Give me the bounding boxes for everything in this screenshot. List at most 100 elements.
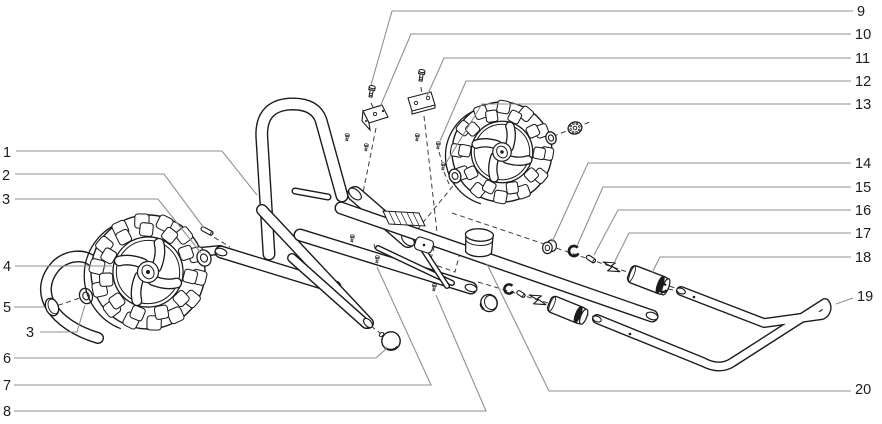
mount-screw <box>418 69 426 82</box>
handle-rivet <box>692 295 696 299</box>
bracket-guide-1 <box>362 127 377 194</box>
handle-pin <box>516 290 526 298</box>
leader-line <box>445 103 851 164</box>
callout-2: 2 <box>2 168 205 229</box>
leader-line <box>835 297 854 305</box>
leader-line <box>576 186 851 247</box>
handle-grip <box>546 295 589 325</box>
leader-line <box>14 347 388 359</box>
part-number-label: 10 <box>855 27 871 43</box>
part-number-label: 13 <box>855 97 871 113</box>
callout-17: 17 <box>613 226 871 264</box>
hairpin-clip <box>528 294 547 306</box>
callout-11: 11 <box>426 51 870 97</box>
part-number-label: 19 <box>857 289 873 305</box>
callout-7: 7 <box>3 266 432 394</box>
part-number-label: 11 <box>855 51 870 67</box>
callout-4: 4 <box>3 259 112 275</box>
frame-bolt <box>415 133 420 142</box>
part-number-label: 1 <box>3 145 11 161</box>
bracket-guide-2 <box>423 115 438 233</box>
leader-line <box>15 198 202 254</box>
frame-foot-pad <box>413 236 435 254</box>
part-number-label: 5 <box>3 300 11 316</box>
hairpin-clip <box>602 261 621 273</box>
wheel-axle-axis-left <box>49 250 222 309</box>
leader-line <box>14 266 432 386</box>
callout-10: 10 <box>379 27 871 108</box>
handle-o-ring <box>567 244 581 258</box>
axle-pin <box>200 226 214 236</box>
cup <box>464 228 495 258</box>
callout-14: 14 <box>551 156 871 243</box>
clip-guide <box>667 288 679 292</box>
callout-19: 19 <box>835 289 873 305</box>
frame-bolt <box>364 143 369 152</box>
l-bracket <box>361 104 389 132</box>
leader-line <box>426 57 851 97</box>
callout-9: 9 <box>370 4 865 86</box>
part-number-label: 12 <box>855 74 871 90</box>
handle-rivet <box>628 332 632 336</box>
leader-line <box>593 209 851 256</box>
leader-line <box>613 232 851 264</box>
part-number-label: 15 <box>855 180 871 196</box>
callout-20: 20 <box>486 263 871 398</box>
left-wheel <box>83 213 208 331</box>
leg-bolt <box>432 283 437 292</box>
leader-line <box>439 80 851 142</box>
left-wheel-assembly <box>44 213 214 331</box>
part-number-label: 7 <box>3 378 11 394</box>
callout-8: 8 <box>3 294 487 420</box>
callout-12: 12 <box>439 74 871 142</box>
handle-bushing <box>541 239 558 255</box>
screw-guide-1 <box>370 102 376 112</box>
callout-3: 3 <box>26 304 86 341</box>
bracket-and-fastener-parts <box>345 69 446 292</box>
leg-bolt <box>375 255 380 264</box>
callout-3: 3 <box>2 192 202 254</box>
callout-15: 15 <box>576 180 871 247</box>
callout-6: 6 <box>3 347 388 367</box>
callout-13: 13 <box>445 97 871 164</box>
ball-stud <box>378 331 401 351</box>
ball-guide <box>370 325 385 337</box>
callout-16: 16 <box>593 203 871 256</box>
part-number-label: 18 <box>855 250 871 266</box>
screw-guide-2 <box>420 86 423 97</box>
handle-upper-axis <box>451 212 682 291</box>
right-wheel <box>444 99 555 205</box>
wheel-o-ring <box>448 168 462 184</box>
frame-label-plate <box>382 210 426 227</box>
part-number-label: 9 <box>857 4 865 20</box>
mount-screw <box>368 85 376 98</box>
retainer-clip <box>657 282 669 294</box>
part-number-label: 3 <box>2 192 10 208</box>
callout-5: 5 <box>3 300 44 316</box>
part-number-label: 6 <box>3 351 11 367</box>
wheel-washer <box>545 131 557 145</box>
handle-o-ring <box>503 283 515 295</box>
part-number-label: 16 <box>855 203 871 219</box>
leader-line <box>379 33 851 108</box>
callout-1: 1 <box>3 145 258 196</box>
leader-line <box>551 162 851 243</box>
cup-and-cap-parts <box>378 228 498 351</box>
frame-bolt <box>345 133 350 142</box>
leader-line <box>486 263 851 392</box>
leader-line <box>651 256 851 274</box>
bracket-bolt <box>441 162 446 171</box>
right-wheel-assembly <box>444 99 583 205</box>
part-number-label: 4 <box>3 259 11 275</box>
leader-line <box>370 10 853 86</box>
part-number-label: 2 <box>2 168 10 184</box>
part-number-label: 20 <box>855 382 871 398</box>
push-nut <box>567 121 583 135</box>
bolt-guide-2 <box>443 171 450 185</box>
bolt-guide-1 <box>438 151 443 163</box>
part-number-label: 8 <box>3 404 11 420</box>
callout-18: 18 <box>651 250 871 274</box>
